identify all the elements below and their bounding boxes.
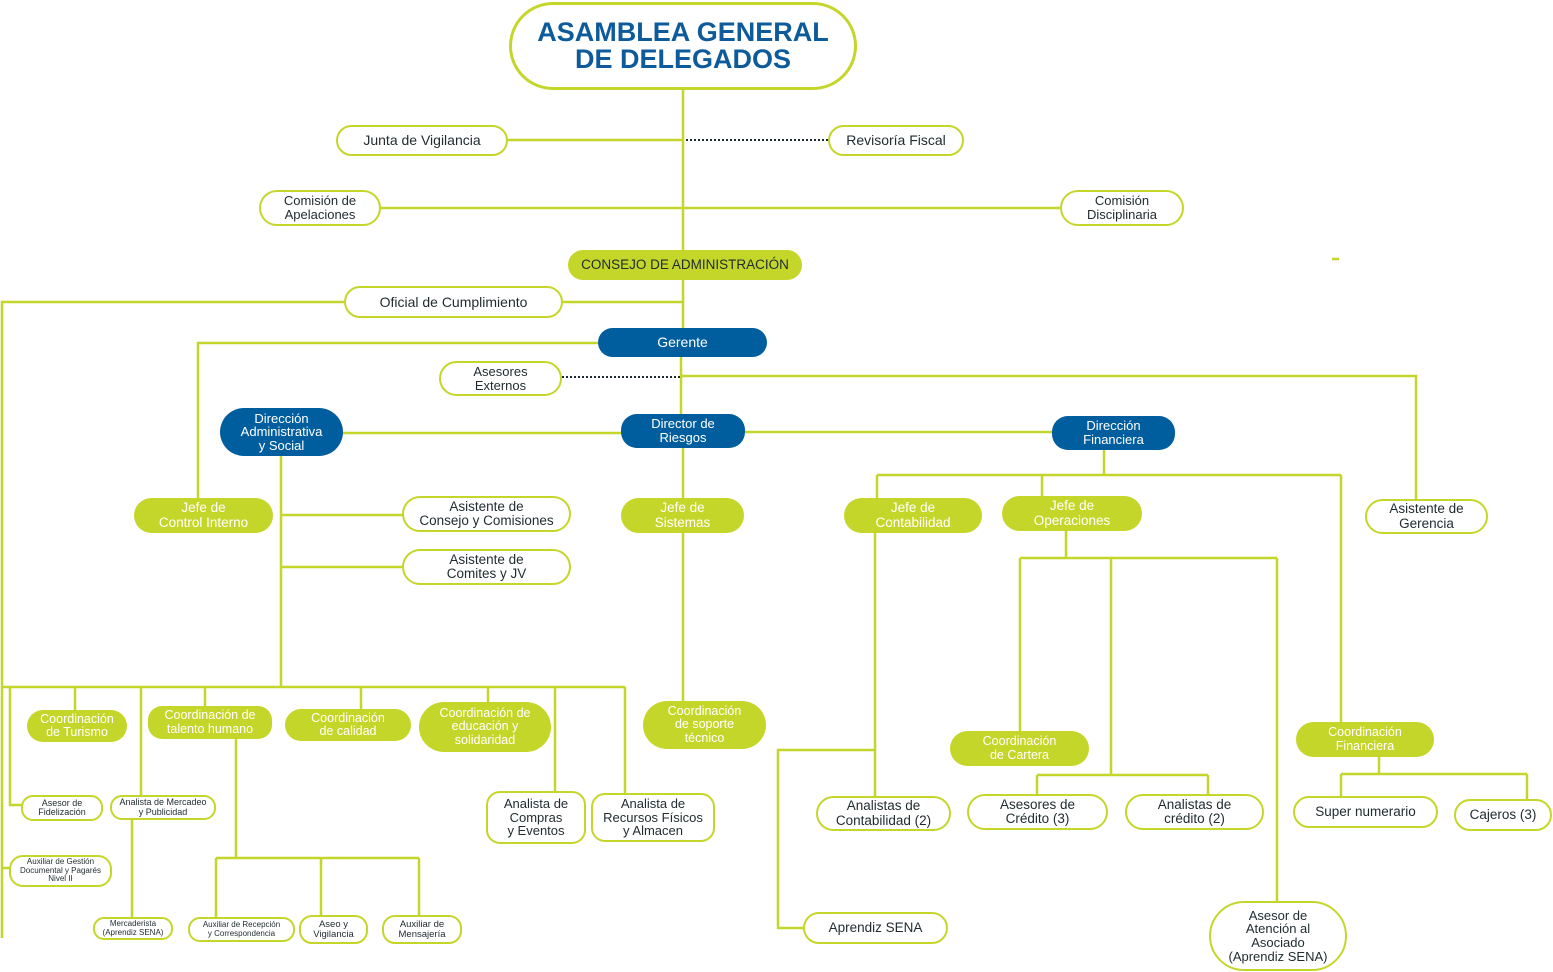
junta-vigilancia-node: Junta de Vigilancia bbox=[336, 125, 508, 156]
oficial-cumplimiento-node: Oficial de Cumplimiento bbox=[344, 286, 563, 318]
auxiliar-recepcion-node: Auxiliar de Recepción y Correspondencia bbox=[188, 917, 295, 942]
asesor-fidelizacion-node: Asesor de Fidelización bbox=[21, 795, 103, 821]
super-numerario-node: Super numerario bbox=[1293, 796, 1438, 828]
jefe-operaciones-node: Jefe de Operaciones bbox=[1002, 496, 1142, 531]
auxiliar-mensajeria-node: Auxiliar de Mensajería bbox=[382, 915, 462, 944]
jefe-contabilidad-node: Jefe de Contabilidad bbox=[844, 498, 982, 533]
comision-disciplinaria-node: Comisión Disciplinaria bbox=[1060, 190, 1184, 226]
asistente-consejo-node: Asistente de Consejo y Comisiones bbox=[402, 496, 571, 532]
comision-apelaciones-node: Comisión de Apelaciones bbox=[259, 190, 381, 226]
coordinacion-educacion-node: Coordinación de educación y solidaridad bbox=[419, 702, 551, 752]
coordinacion-financiera-node: Coordinación Financiera bbox=[1296, 722, 1434, 757]
asesores-credito-node: Asesores de Crédito (3) bbox=[967, 794, 1108, 830]
coordinacion-talento-humano-node: Coordinación de talento humano bbox=[148, 706, 272, 739]
analista-mercadeo-node: Analista de Mercadeo y Publicidad bbox=[110, 795, 216, 820]
aprendiz-sena-node: Aprendiz SENA bbox=[803, 912, 948, 944]
analistas-credito-node: Analistas de crédito (2) bbox=[1125, 794, 1264, 830]
asistente-gerencia-node: Asistente de Gerencia bbox=[1365, 499, 1488, 534]
aseo-vigilancia-node: Aseo y Vigilancia bbox=[299, 915, 368, 944]
auxiliar-gestion-node: Auxiliar de Gestión Documental y Pagarés… bbox=[9, 855, 112, 887]
jefe-control-interno-node: Jefe de Control Interno bbox=[134, 498, 273, 533]
asistente-comites-node: Asistente de Comites y JV bbox=[402, 549, 571, 585]
jefe-sistemas-node: Jefe de Sistemas bbox=[621, 498, 744, 533]
revisoria-fiscal-node: Revisoría Fiscal bbox=[828, 125, 964, 156]
analista-recursos-node: Analista de Recursos Físicos y Almacen bbox=[591, 793, 715, 842]
mercaderista-node: Mercaderista (Aprendiz SENA) bbox=[93, 917, 173, 940]
asamblea-general-node: ASAMBLEA GENERAL DE DELEGADOS bbox=[509, 2, 857, 90]
asesor-atencion-asociado-node: Asesor de Atención al Asociado (Aprendiz… bbox=[1209, 901, 1347, 971]
coordinacion-calidad-node: Coordinación de calidad bbox=[285, 709, 411, 741]
director-riesgos-node: Director de Riesgos bbox=[621, 414, 745, 448]
coordinacion-cartera-node: Coordinación de Cartera bbox=[950, 731, 1089, 766]
gerente-node: Gerente bbox=[598, 328, 767, 357]
analistas-contabilidad-node: Analistas de Contabilidad (2) bbox=[816, 796, 951, 831]
analista-compras-node: Analista de Compras y Eventos bbox=[486, 791, 586, 844]
consejo-administracion-node: CONSEJO DE ADMINISTRACIÓN bbox=[568, 250, 802, 280]
direccion-administrativa-node: Dirección Administrativa y Social bbox=[220, 408, 343, 456]
cajeros-node: Cajeros (3) bbox=[1454, 799, 1552, 831]
asesores-externos-node: Asesores Externos bbox=[439, 361, 562, 396]
coordinacion-turismo-node: Coordinación de Turismo bbox=[27, 710, 127, 742]
direccion-financiera-node: Dirección Financiera bbox=[1052, 416, 1175, 450]
coordinacion-soporte-node: Coordinación de soporte técnico bbox=[643, 701, 766, 749]
